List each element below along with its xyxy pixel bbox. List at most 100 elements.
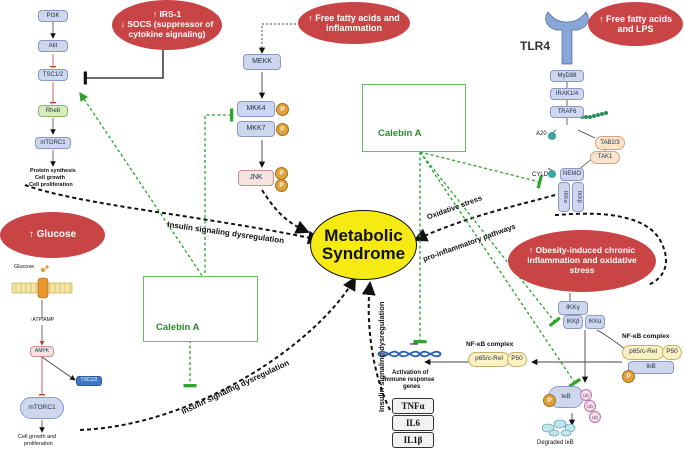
glucose-transporter (11, 265, 73, 299)
dna-helix (377, 343, 442, 358)
socs-inhibit-line (83, 50, 164, 85)
socs-label-1: SOCS (suppressor of (127, 19, 214, 30)
cell-proliferation-text: Cell proliferation (29, 182, 73, 188)
mtorc1-glucose-node: mTORC1 (20, 397, 64, 419)
nfkb-right-ikb: IkB (628, 361, 674, 374)
green-dashed-arrows (79, 91, 582, 388)
irs-label: IRS-1 (159, 9, 182, 20)
up-arrow-icon: ↑ (598, 13, 604, 24)
ellipse-obesity: ↑ Obesity-induced chronic inflammation a… (508, 230, 656, 292)
phospho-icon-jnk-2: P (275, 179, 288, 192)
glucose-out-1: Cell growth and (18, 434, 57, 440)
dna-label-1: Activation of (392, 370, 429, 376)
nfkb-mid-p65: p65/c-Rel (468, 352, 510, 367)
glucose-out-2: proliferation (24, 441, 53, 447)
calebin-box-left (143, 276, 258, 342)
metabolic-syndrome-node: Metabolic Syndrome (310, 210, 417, 280)
tab-node: TAB2/3 (595, 136, 625, 150)
dna-label-3: genes (403, 384, 421, 390)
ikkb-label-upper: IKKβ (575, 190, 582, 204)
mkk4-node: MKK4 (237, 101, 275, 117)
up-arrow-icon: ↑ (308, 12, 313, 23)
irak-node: IRAK1/4 (550, 88, 584, 100)
dna-label-2: immune response (383, 377, 435, 383)
ikkb-node: IKKβ (563, 315, 583, 329)
nfkb-right-p50: P50 (662, 345, 682, 360)
cytokine-il6: IL6 (392, 415, 434, 431)
myd88-node: MyD88 (550, 70, 584, 82)
cyld-label: CYLD (532, 172, 549, 178)
ikkg-node: IKKγ (558, 301, 588, 315)
mapk-arrows (258, 23, 300, 168)
ellipse-irs-socs: ↑ IRS-1 ↓ SOCS (suppressor of cytokine s… (112, 0, 222, 50)
tlr4-receptor (545, 11, 589, 65)
metabolic-label-2: Syndrome (321, 244, 406, 263)
socs-label-2: cytokine signaling) (128, 28, 206, 39)
protein-synthesis-text: Protein synthesis (30, 168, 76, 174)
ellipse-glucose: ↑ Glucose (0, 212, 105, 258)
cyld-icon (548, 170, 556, 178)
ffa-inflam-label-1: Free fatty acids and (315, 12, 400, 23)
calebin-label-left: Calebin A (156, 322, 200, 333)
ikka-label-upper: IKKα (561, 190, 568, 204)
ikka-node: IKKα (585, 315, 605, 329)
rheb-node: Rheb (38, 105, 68, 117)
a20-icon (548, 132, 556, 140)
ffa-lps-label-2: and LPS (617, 24, 654, 34)
traf6-node: TRAF6 (550, 106, 584, 118)
ub-chain (580, 111, 608, 119)
ellipse-ffa-lps: ↑ Free fatty acids and LPS (588, 2, 683, 46)
up-arrow-icon: ↑ (152, 9, 158, 20)
atp-amp-label: ↑ATP/AMP (30, 317, 55, 323)
up-arrow-icon: ↑ (28, 229, 34, 241)
calebin-box-top (362, 84, 466, 152)
mekk-node: MEKK (243, 54, 281, 70)
phospho-icon-ikb: P (543, 394, 556, 407)
nemo-node: NEMO (560, 168, 584, 181)
tak1-node: TAK1 (590, 151, 620, 164)
cell-growth-text: Cell growth (35, 175, 65, 181)
phospho-icon-mkk4: P (276, 103, 289, 116)
nfkb-right-title: NF-κB complex (622, 333, 670, 340)
degraded-ikb-label: Degraded IκB (537, 440, 574, 446)
obesity-label-2: inflammation and oxidative (527, 255, 637, 266)
ellipse-ffa-inflammation: ↑ Free fatty acids and inflammation (298, 2, 410, 44)
insulin-label-vertical: Insulin signaling dysregulation (377, 301, 386, 412)
ub-icon-3: Ub (589, 411, 601, 423)
nfkb-arrows (424, 293, 641, 426)
degraded-ikb (541, 419, 576, 437)
up-arrow-icon: ↑ (528, 245, 534, 256)
glucose-small-label: Glucose (14, 264, 35, 270)
ikka-node-upper: IKKα (558, 182, 570, 212)
phospho-icon-nfkb: P (622, 370, 635, 383)
a20-label: A20 (536, 131, 547, 137)
jnk-node: JNK (238, 170, 274, 186)
tsc-glucose-node: TSC1/2 (76, 376, 102, 386)
pi3k-node: PI3K (38, 10, 68, 22)
glucose-ellipse-label: Glucose (36, 229, 77, 241)
calebin-label-top: Calebin A (378, 128, 422, 139)
ffa-inflam-label-2: inflammation (325, 23, 382, 33)
nfkb-mid-title: NF-κB complex (466, 341, 514, 348)
metabolic-label-1: Metabolic (324, 226, 403, 246)
obesity-label-3: stress (569, 264, 595, 275)
mkk7-node: MKK7 (237, 121, 275, 137)
black-dashed-arrows (24, 184, 667, 431)
tsc-node: TSC1/2 (38, 69, 68, 81)
tlr4-label: TLR4 (520, 39, 550, 53)
nfkb-mid-p50: P50 (507, 352, 527, 367)
down-arrow-icon: ↓ (120, 19, 125, 30)
nfkb-right-p65: p65/c-Rel (622, 345, 664, 360)
mtorc1-node: mTORC1 (35, 137, 71, 149)
ub-icon-2: Ub (584, 400, 596, 412)
ikkb-node-upper: IKKβ (572, 182, 584, 212)
phospho-icon-mkk7: P (276, 123, 289, 136)
ffa-lps-label-1: Free fatty acids (605, 13, 673, 24)
cytokine-il1b: IL1β (392, 432, 434, 448)
glucose-arrows (38, 300, 76, 433)
ampk-node: AMPK (30, 346, 54, 357)
akt-node: Akt (38, 40, 68, 52)
cytokine-tnfa: TNFα (392, 398, 434, 414)
obesity-label-1: Obesity-induced chronic (535, 245, 636, 256)
